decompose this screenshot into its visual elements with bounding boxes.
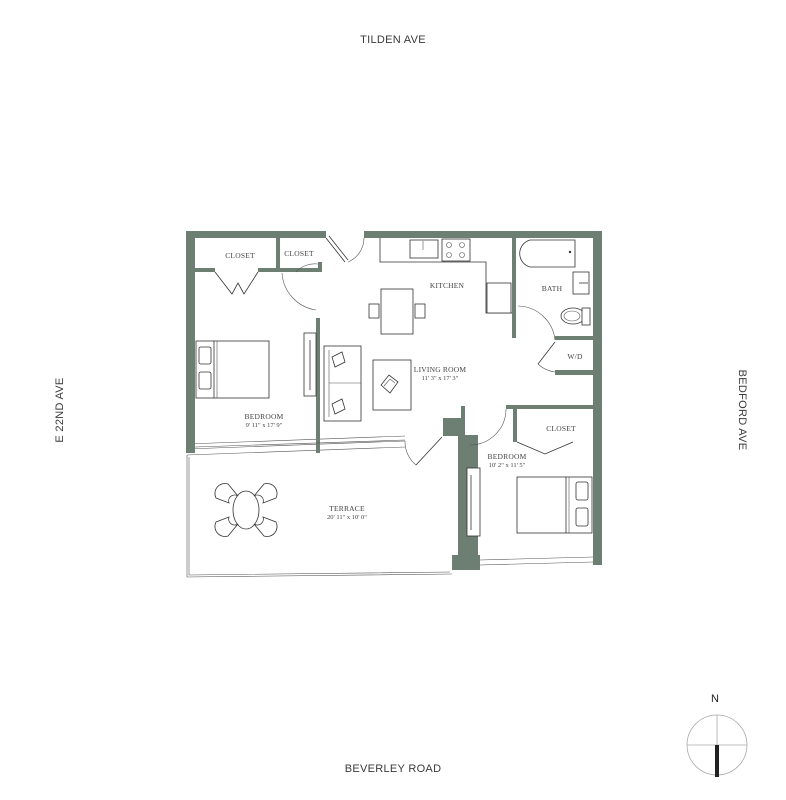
terrace-table-set <box>214 483 278 537</box>
bed-2 <box>466 467 593 537</box>
terrace-label: TERRACE <box>329 504 365 513</box>
dresser <box>466 467 481 537</box>
dining-table <box>368 288 426 335</box>
terrace-area <box>186 435 453 578</box>
bedroom-2-dimensions: 10' 2" x 11' 5" <box>489 462 526 469</box>
kitchen-counter <box>379 238 512 314</box>
bedroom-1-dimensions: 9' 11" x 17' 9" <box>246 422 283 429</box>
armchair <box>380 374 399 394</box>
living-furniture <box>303 332 412 422</box>
closet-2-label: CLOSET <box>284 249 314 258</box>
bath-label: BATH <box>542 284 563 293</box>
stove-icon <box>441 238 471 262</box>
bedroom-2-label: BEDROOM <box>488 452 527 461</box>
street-label-south: BEVERLEY ROAD <box>344 763 442 775</box>
bath-fixtures <box>519 239 591 326</box>
doors <box>214 235 574 466</box>
living-room-dimensions: 11' 3" x 17' 3" <box>422 375 459 382</box>
wd-label: W/D <box>567 352 583 361</box>
sink-icon <box>409 239 439 259</box>
toilet-icon <box>560 307 586 325</box>
compass-icon <box>686 714 748 777</box>
compass-north-label: N <box>711 693 719 705</box>
closet-1-label: CLOSET <box>225 251 255 260</box>
bedroom-1-label: BEDROOM <box>245 412 284 421</box>
bathtub-icon <box>519 239 576 268</box>
terrace-dimensions: 20' 11" x 10' 0" <box>327 514 367 521</box>
walls <box>186 231 602 570</box>
kitchen-label: KITCHEN <box>430 281 465 290</box>
bed-1 <box>195 340 270 399</box>
fridge-icon <box>486 282 512 314</box>
street-label-north: TILDEN AVE <box>360 34 426 46</box>
closet-3-label: CLOSET <box>546 424 576 433</box>
living-room-label: LIVING ROOM <box>414 365 467 374</box>
